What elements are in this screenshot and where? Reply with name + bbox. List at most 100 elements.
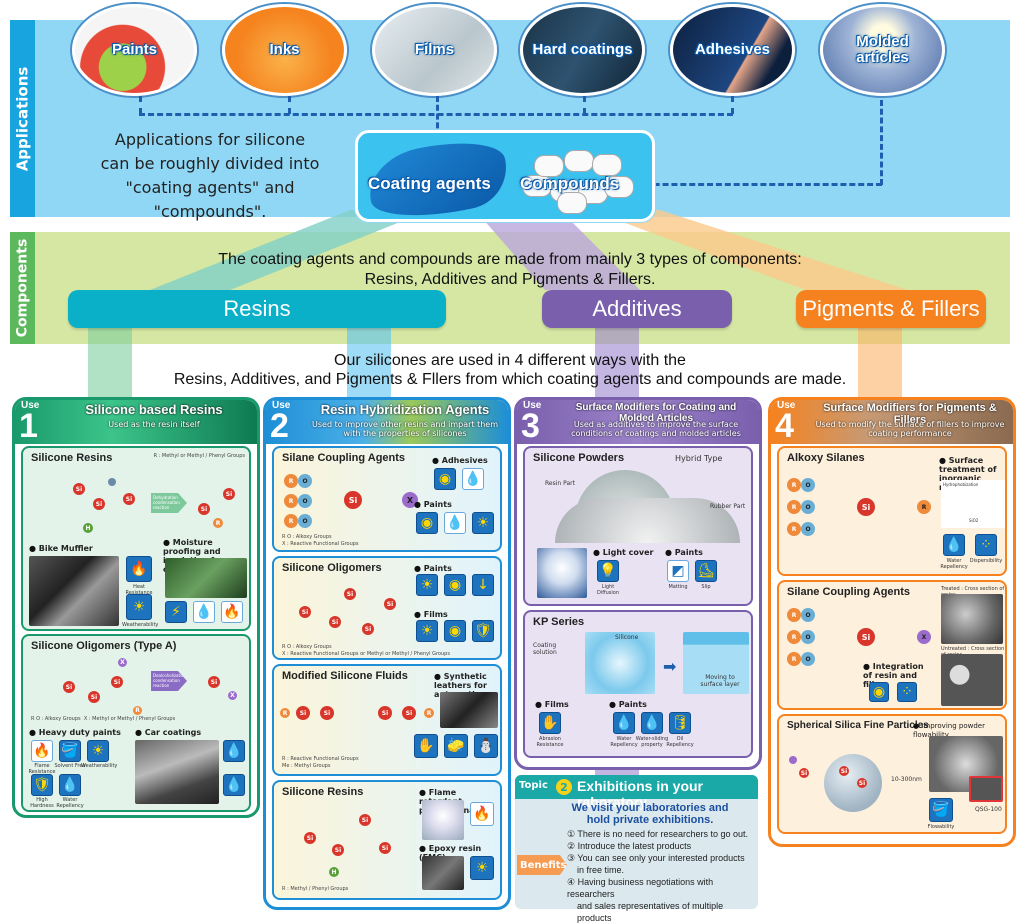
connector-line bbox=[288, 96, 291, 114]
x-atom: X bbox=[228, 691, 237, 700]
section-silicone-powders: Silicone Powders Hybrid Type Resin Part … bbox=[523, 446, 753, 606]
section-silicone-resins: Silicone Resins R : Methyl or Methyl / P… bbox=[21, 446, 251, 631]
si-atom: Si bbox=[344, 588, 356, 600]
si-atom: Si bbox=[88, 691, 100, 703]
r-atom: R bbox=[787, 522, 801, 536]
component-resins[interactable]: Resins bbox=[68, 290, 446, 328]
silica-particle bbox=[824, 754, 882, 812]
circuit-board-photo bbox=[165, 558, 247, 598]
adhesion-icon: ◉ bbox=[434, 468, 456, 490]
si-atom: Si bbox=[123, 493, 135, 505]
topic-exhibitions: Topic 2 Exhibitions in your raboratory W… bbox=[515, 775, 758, 923]
connector-line bbox=[731, 96, 734, 114]
flame-resistance-icon: 🔥 bbox=[221, 601, 243, 623]
application-molded-articles[interactable]: Molded articles bbox=[820, 4, 945, 96]
application-films[interactable]: Films bbox=[372, 4, 497, 96]
water-repellency-icon: 💧 bbox=[59, 774, 81, 796]
section-modified-silicone-fluids: Modified Silicone Fluids R Si Si Si Si R… bbox=[272, 664, 502, 776]
qsg-100-inset bbox=[969, 776, 1003, 802]
r-atom: R bbox=[284, 514, 298, 528]
weatherability-icon: ☀ bbox=[416, 620, 438, 642]
si-atom: Si bbox=[63, 681, 75, 693]
connector-line bbox=[139, 113, 733, 116]
section-kp-series: KP Series Coating solution Silicone ➡ Mo… bbox=[523, 610, 753, 758]
connector-line bbox=[880, 100, 883, 185]
beam-resins-left bbox=[150, 210, 430, 290]
connector-line bbox=[139, 96, 142, 114]
components-description: The coating agents and compounds are mad… bbox=[218, 251, 802, 288]
application-hard-coatings[interactable]: Hard coatings bbox=[520, 4, 645, 96]
high-hardness-icon: 🛡 bbox=[31, 774, 53, 796]
si-atom: Si bbox=[378, 706, 392, 720]
beam-additives bbox=[475, 210, 640, 290]
weatherability-icon: ☀ bbox=[87, 740, 109, 762]
application-adhesives[interactable]: Adhesives bbox=[670, 4, 795, 96]
flame-resistance-icon: 🔥 bbox=[470, 802, 494, 826]
ways-description: Our silicones are used in 4 different wa… bbox=[173, 352, 847, 388]
coating-solution-diagram bbox=[585, 632, 655, 694]
si-atom: Si bbox=[223, 488, 235, 500]
si-atom: Si bbox=[384, 598, 396, 610]
si-atom: Si bbox=[304, 832, 316, 844]
applications-description: Applications for silicone can be roughly… bbox=[100, 130, 320, 221]
surface-layer-diagram bbox=[683, 632, 749, 694]
heat-resistance-icon: 🔥 bbox=[126, 556, 152, 582]
si-atom: Si bbox=[857, 628, 875, 646]
h-atom: H bbox=[83, 523, 93, 533]
si-atom: Si bbox=[799, 768, 809, 778]
bike-muffler-photo bbox=[29, 556, 119, 626]
rubber-part-dome bbox=[555, 498, 740, 543]
r-atom: R bbox=[133, 706, 142, 715]
use-1-header: Use 1 Silicone based Resins Used as the … bbox=[15, 400, 257, 444]
o-atom: O bbox=[801, 522, 815, 536]
water-sliding-icon: 💧 bbox=[641, 712, 663, 734]
treated-cross-section-photo bbox=[941, 594, 1003, 644]
connector-line bbox=[436, 96, 439, 146]
oil-repellency-icon: 🛢 bbox=[669, 712, 691, 734]
si-atom: Si bbox=[299, 606, 311, 618]
compounds-label: Compounds bbox=[520, 174, 620, 193]
o-atom: O bbox=[801, 608, 815, 622]
h-atom: H bbox=[329, 867, 339, 877]
water-resistance-icon: 💧 bbox=[462, 468, 484, 490]
r-atom: R bbox=[787, 478, 801, 492]
r-atom: R bbox=[213, 518, 223, 528]
section-silicone-oligomers-type-a: Silicone Oligomers (Type A) Si Si Si X R… bbox=[21, 634, 251, 812]
o-atom bbox=[108, 478, 116, 486]
r-atom: R bbox=[787, 652, 801, 666]
dispersibility-icon: ⁘ bbox=[975, 534, 997, 556]
r-atom: R bbox=[280, 708, 290, 718]
arrow-right-icon: ➡ bbox=[663, 657, 677, 676]
electrical-insulation-icon: ⚡ bbox=[165, 601, 187, 623]
car-photo bbox=[135, 740, 219, 804]
dispersibility-icon: ⁘ bbox=[897, 682, 917, 702]
water-repellency-icon: 💧 bbox=[943, 534, 965, 556]
led-bulb-photo bbox=[422, 800, 464, 840]
si-atom: Si bbox=[198, 503, 210, 515]
use-panel-4: Use 4 Surface Modifiers for Pigments & F… bbox=[768, 397, 1016, 847]
weatherability-icon: ☀ bbox=[470, 856, 494, 880]
water-resistance-icon: 💧 bbox=[193, 601, 215, 623]
compounds-pellets bbox=[512, 140, 637, 215]
si-atom: Si bbox=[379, 842, 391, 854]
light-bulb-photo bbox=[537, 548, 587, 598]
si-atom: Si bbox=[93, 498, 105, 510]
si-atom: Si bbox=[362, 623, 374, 635]
si-atom: Si bbox=[402, 706, 416, 720]
application-paints[interactable]: Paints bbox=[72, 4, 197, 96]
untreated-cross-section-photo bbox=[941, 654, 1003, 706]
r-atom: R bbox=[284, 474, 298, 488]
component-additives[interactable]: Additives bbox=[542, 290, 732, 328]
x-atom: X bbox=[118, 658, 127, 667]
si-atom: Si bbox=[208, 676, 220, 688]
flame-resistance-icon: 🔥 bbox=[31, 740, 53, 762]
section-silane-coupling-agents-4: Silane Coupling Agents R O R O R O Si X … bbox=[777, 580, 1007, 710]
emc-chip-photo bbox=[422, 856, 464, 890]
r-atom: R bbox=[284, 494, 298, 508]
application-inks[interactable]: Inks bbox=[222, 4, 347, 96]
o-atom: O bbox=[298, 514, 312, 528]
water-repellency-icon: 💧 bbox=[223, 774, 245, 796]
o-atom: O bbox=[801, 478, 815, 492]
r-atom: R bbox=[787, 608, 801, 622]
component-pigments-fillers[interactable]: Pigments & Fillers bbox=[796, 290, 986, 328]
